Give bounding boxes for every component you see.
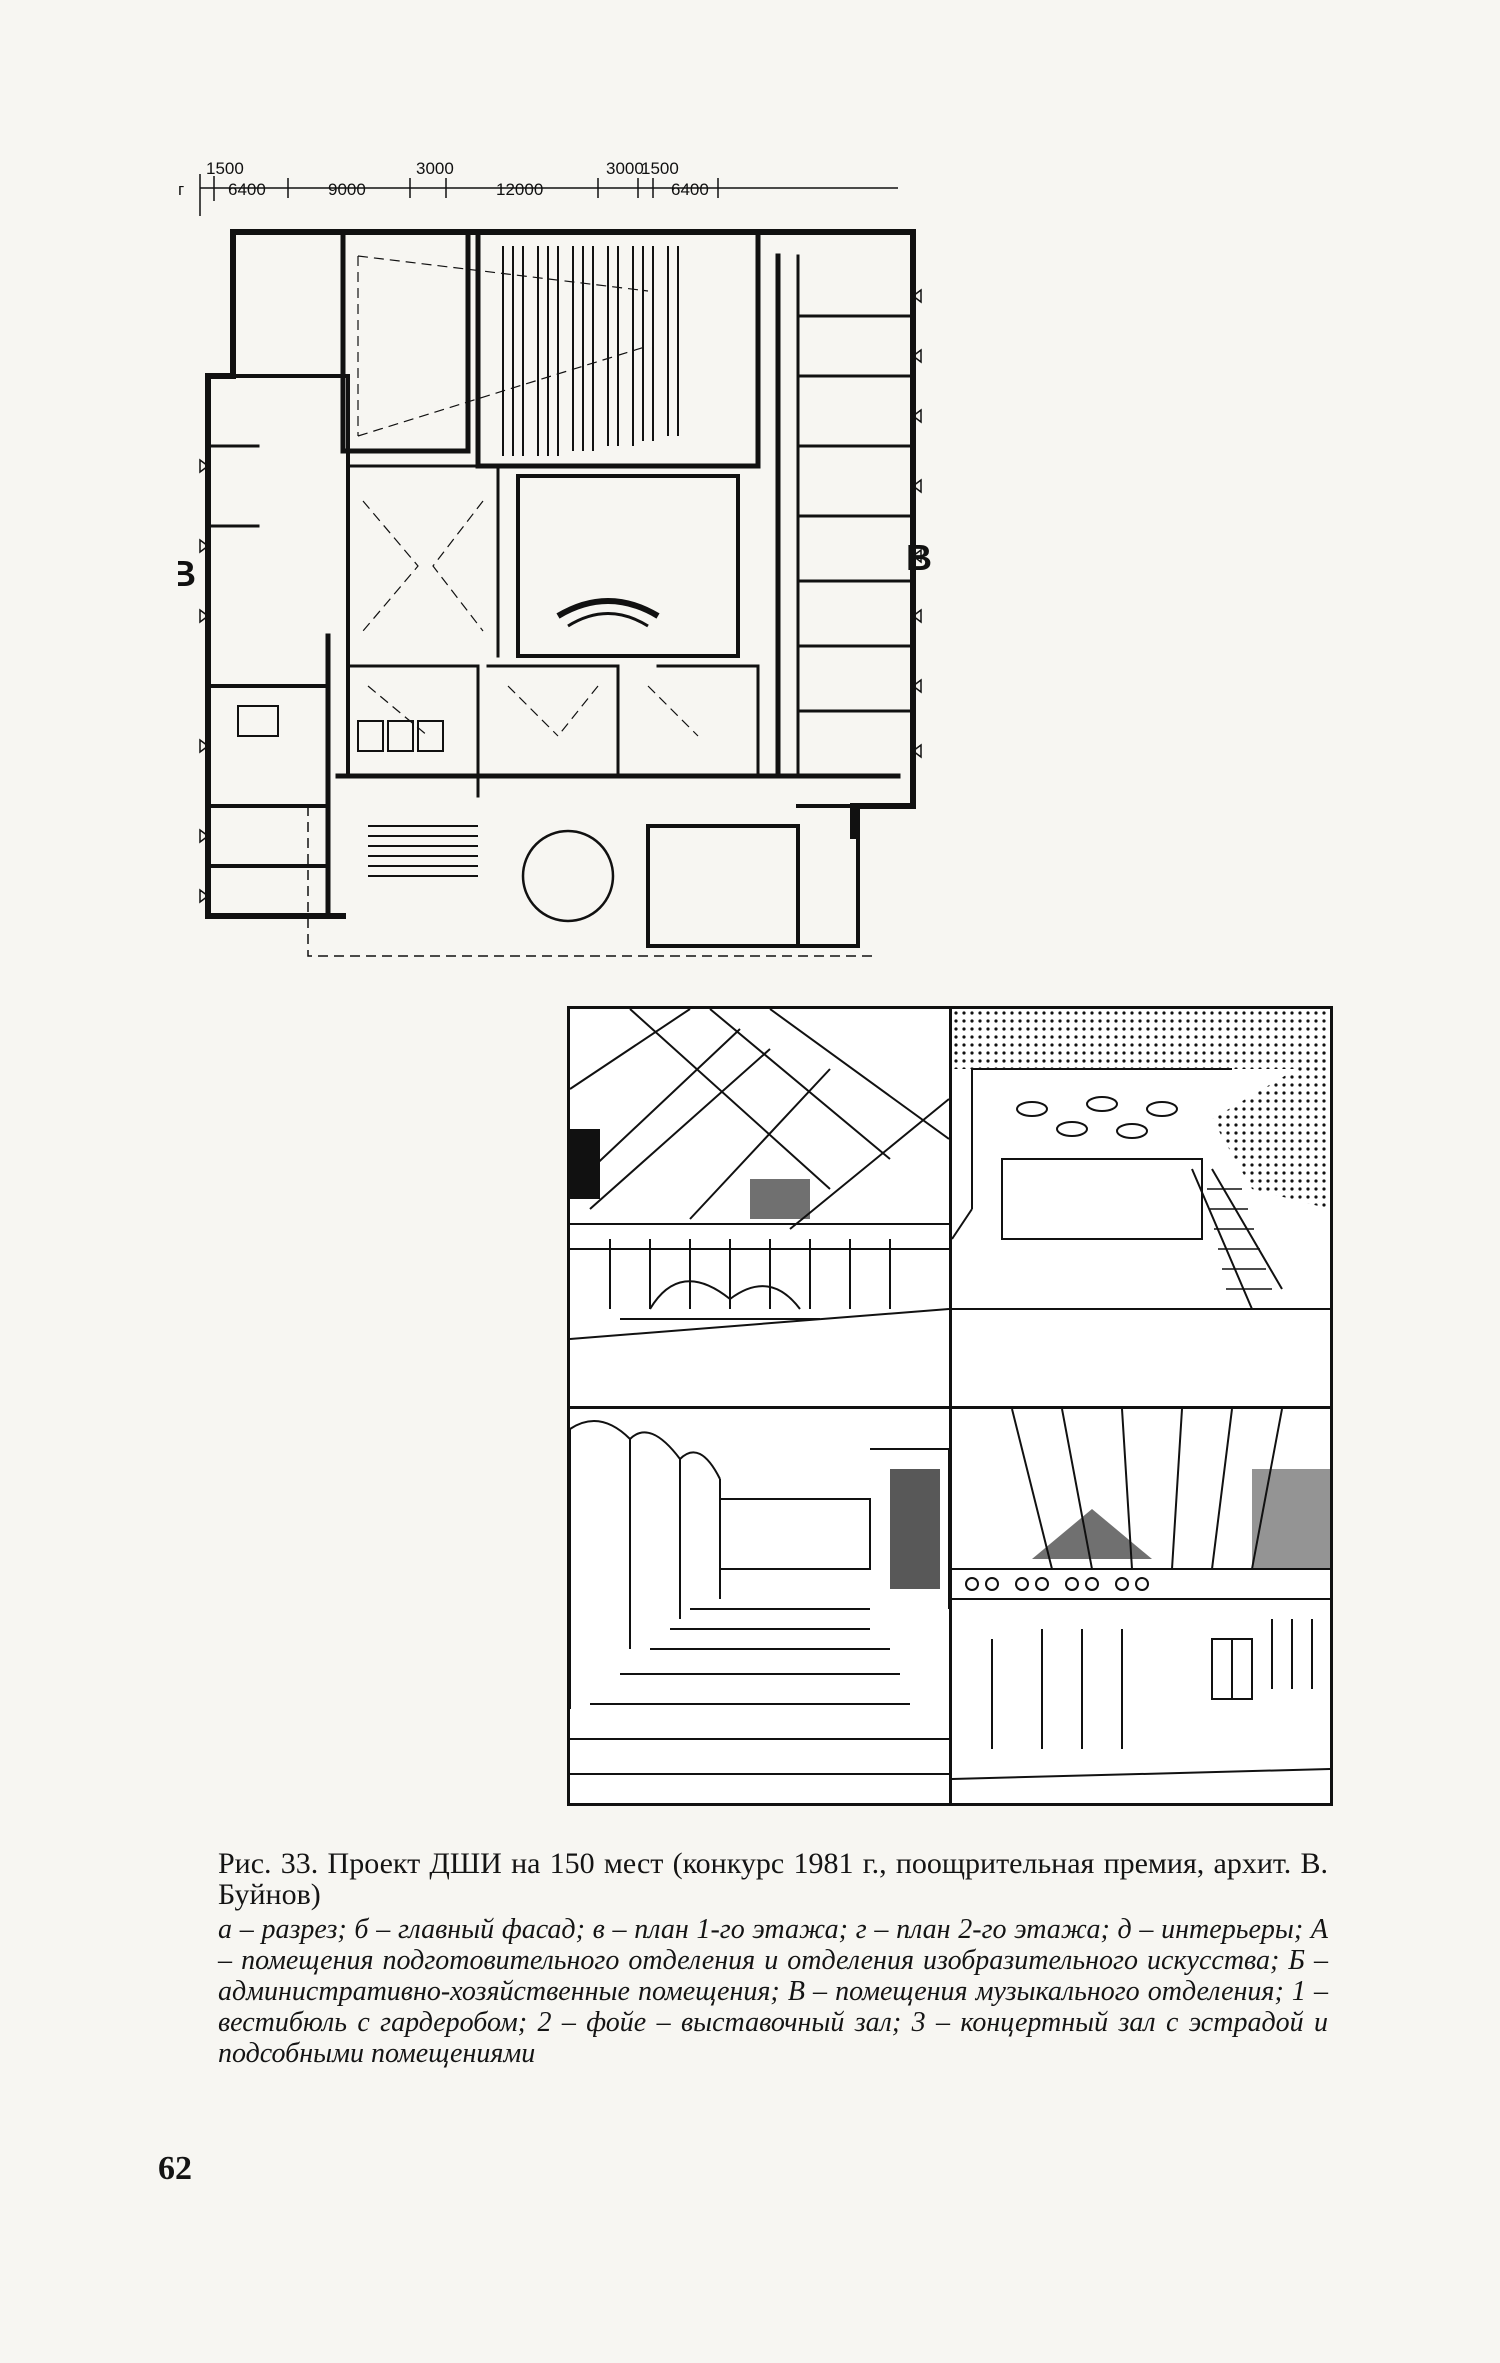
interior-sketch-classroom [570, 1009, 952, 1409]
floor-plan-drawing: г 1500 6400 9000 3000 12000 3000 1500 64… [178, 159, 932, 957]
dimension-label: 12000 [496, 180, 543, 199]
dimension-label: 1500 [206, 159, 244, 178]
caption-legend: а – разрез; б – главный фасад; в – план … [218, 1914, 1328, 2069]
dimension-label: 3000 [416, 159, 454, 178]
figure-caption: Рис. 33. Проект ДШИ на 150 мест (конкурс… [218, 1848, 1328, 2069]
dimension-label: 9000 [328, 180, 366, 199]
interior-sketches [567, 1006, 1333, 1806]
stage [237, 598, 660, 923]
auditorium-seats [502, 246, 679, 456]
section-mark-left: В [178, 553, 196, 594]
interior-sketch-concert-hall [570, 1409, 952, 1803]
axis-letter: г [178, 180, 184, 199]
dimension-label: 1500 [641, 159, 679, 178]
page-number: 62 [158, 2150, 192, 2187]
plan-walls [205, 229, 916, 948]
interior-sketch-foyer [952, 1409, 1330, 1803]
interior-sketch-vestibule [952, 1009, 1330, 1409]
projection-lines [307, 255, 878, 957]
window-marks [199, 288, 922, 904]
dimension-label: 6400 [671, 180, 709, 199]
dimension-label: 3000 [606, 159, 644, 178]
dimension-label: 6400 [228, 180, 266, 199]
caption-title: Рис. 33. Проект ДШИ на 150 мест (конкурс… [218, 1847, 1328, 1911]
dimension-chain [199, 174, 898, 216]
section-mark-right: В [906, 537, 932, 578]
